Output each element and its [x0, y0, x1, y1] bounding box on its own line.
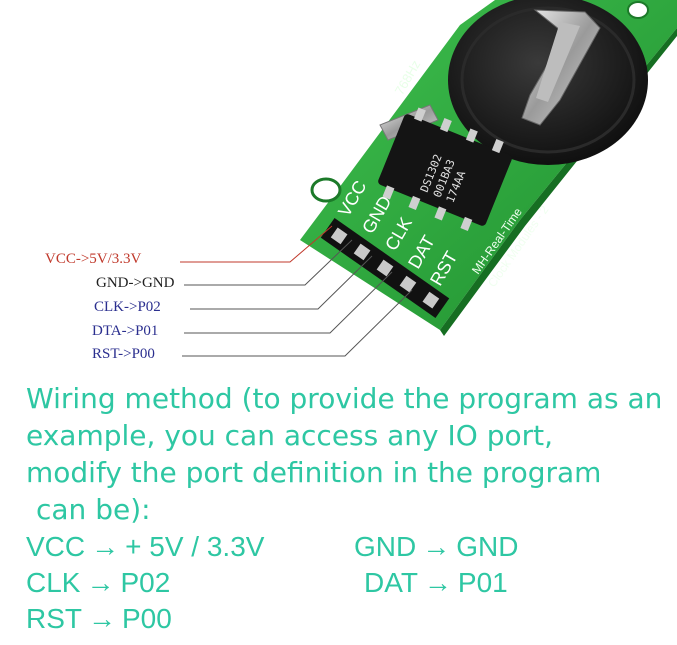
- pin-header: [320, 218, 450, 318]
- wire-target: P00: [122, 603, 172, 634]
- pin-label-gnd: GND->GND: [96, 275, 175, 291]
- wiring-clk: CLK→P02: [26, 566, 170, 600]
- rtc-module-photo: 768Hz DS1302 001BA3 174AA: [180, 0, 677, 357]
- leader-rst: [182, 289, 413, 357]
- wire-target: P02: [120, 567, 171, 598]
- leader-vcc: [180, 225, 333, 263]
- wire-pin: DAT: [364, 567, 418, 598]
- wire-pin: CLK: [26, 567, 81, 598]
- wire-pin: RST: [26, 603, 82, 634]
- wire-target: P01: [457, 567, 508, 598]
- description-line: example, you can access any IO port,: [26, 419, 553, 452]
- pin-label-clk: CLK->P02: [94, 299, 161, 315]
- description-line: can be):: [36, 493, 151, 526]
- arrow-icon: →: [86, 567, 115, 598]
- arrow-icon: →: [422, 531, 451, 562]
- wiring-instructions: Wiring method (to provide the program as…: [26, 380, 666, 528]
- wiring-rst: RST→P00: [26, 602, 172, 636]
- arrow-icon: →: [423, 567, 452, 598]
- ds1302-chip: DS1302 001BA3 174AA: [378, 107, 512, 231]
- wiring-vcc: VCC→+ 5V / 3.3V: [26, 530, 264, 564]
- description-line: modify the port definition in the progra…: [26, 456, 602, 489]
- wiring-dat: DAT→P01: [364, 566, 508, 600]
- pin-label-vcc: VCC->5V/3.3V: [45, 251, 142, 267]
- pin-label-dta: DTA->P01: [92, 323, 159, 339]
- leader-clk: [190, 255, 373, 310]
- description-line: Wiring method (to provide the program as…: [26, 382, 663, 415]
- wire-pin: GND: [354, 531, 417, 562]
- arrow-icon: →: [91, 531, 120, 562]
- leader-gnd: [184, 239, 353, 286]
- wire-pin: VCC: [26, 531, 86, 562]
- wire-target: GND: [456, 531, 519, 562]
- wiring-gnd: GND→GND: [354, 530, 518, 564]
- pin-label-rst: RST->P00: [92, 346, 155, 362]
- arrow-icon: →: [88, 603, 116, 634]
- leader-dta: [184, 271, 393, 334]
- wire-target: + 5V / 3.3V: [125, 531, 265, 562]
- top-hole: [627, 1, 649, 19]
- mounting-hole: [310, 177, 342, 203]
